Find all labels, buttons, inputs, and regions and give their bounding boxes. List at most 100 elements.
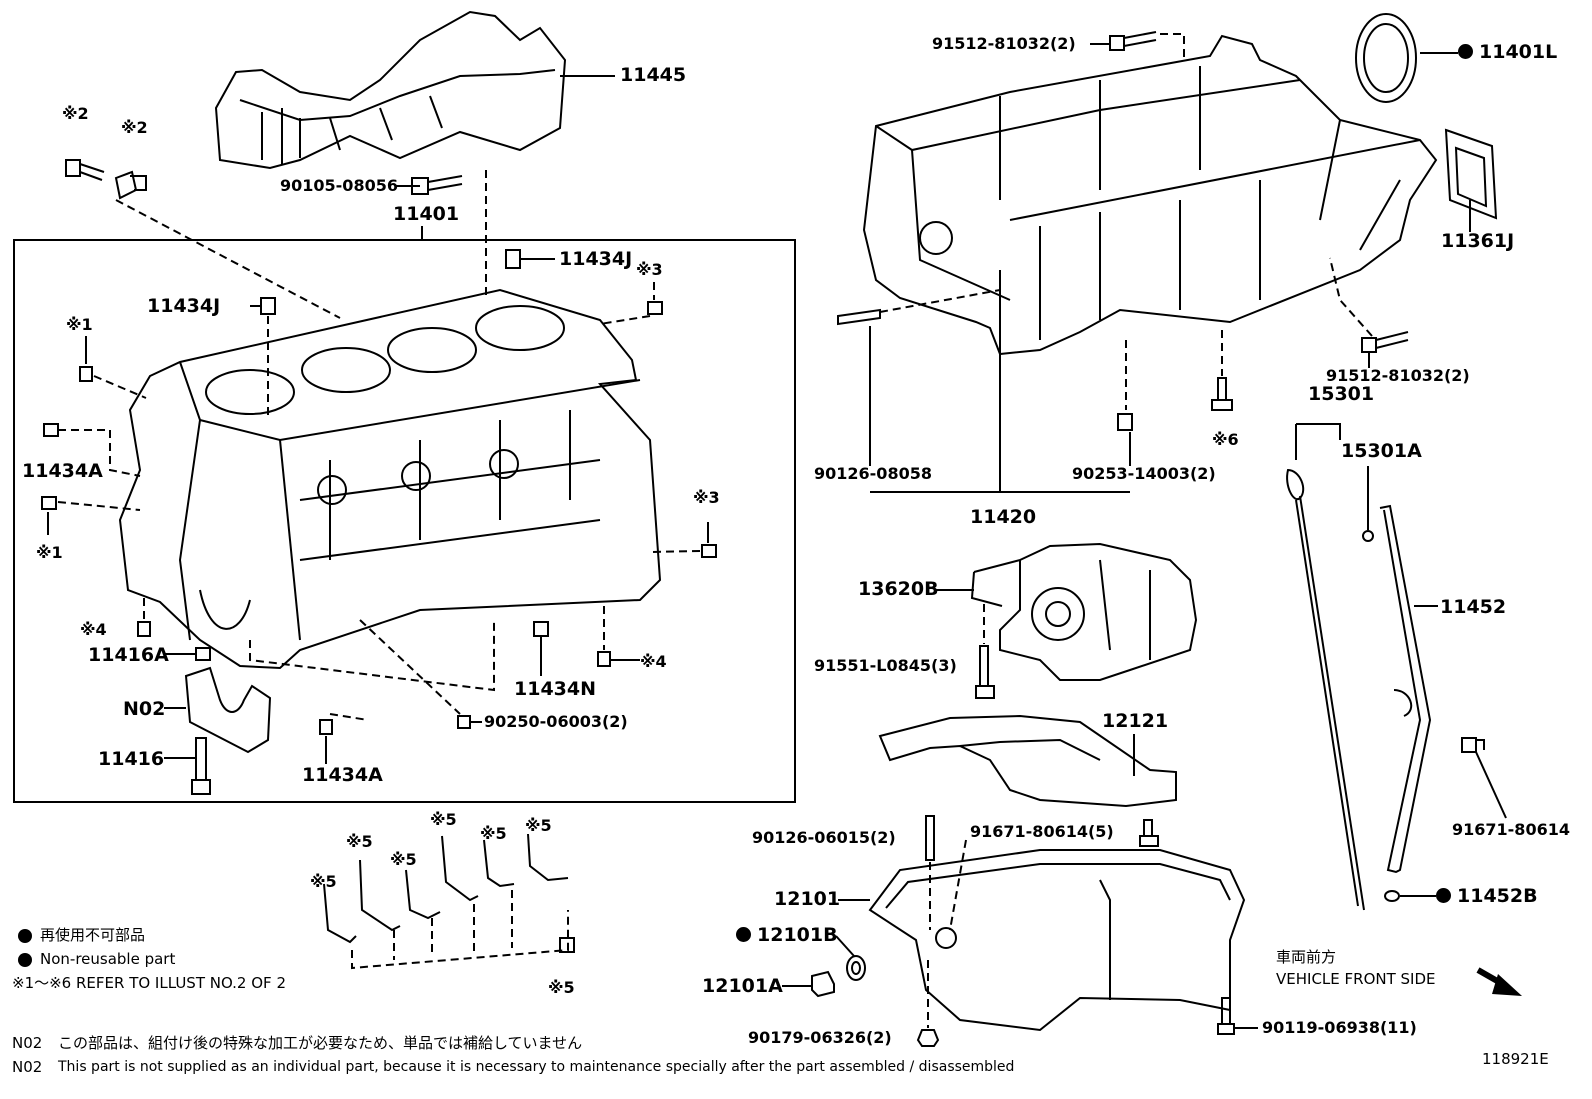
o-ring-15301A [1362,530,1374,542]
label-90105-08056: 90105-08056 [280,176,398,195]
label-11434A-bottom: 11434A [302,764,383,786]
bolt-91551-drawing [975,645,995,699]
dipstick-15301-drawing [1286,468,1365,911]
plate-11361J-drawing [1444,128,1498,220]
label-91512-top: 91512-81032(2) [932,34,1076,53]
stud-90126-06015-drawing [925,815,935,861]
label-11434N: 11434N [514,678,597,700]
label-ref5-2: ※5 [525,816,552,835]
note-n02-en: This part is not supplied as an individu… [58,1059,1015,1075]
label-11420: 11420 [970,506,1037,528]
label-90250-06003: 90250-06003(2) [484,712,628,731]
label-91671-80614: 91671-80614 [1452,820,1570,839]
oil-pump-13620B-drawing [970,542,1198,681]
label-ref2-b: ※2 [121,118,148,137]
label-91551-L0845: 91551-L0845(3) [814,656,957,675]
oil-jets-drawing [323,833,575,970]
bolt-90105-drawing [411,175,463,195]
stud-90126-08058-drawing [837,308,881,326]
label-11434J-mid: 11434J [147,295,221,317]
label-91512-bottom: 91512-81032(2) [1326,366,1470,385]
bolt-91671-b-drawing [1139,819,1159,847]
legend-non-reusable-jp: 再使用不可部品 [40,926,146,944]
bolt-2a-drawing [65,159,105,181]
front-arrow-icon [1476,967,1522,996]
label-N02: N02 [123,698,166,720]
label-ref4-a: ※4 [80,620,107,639]
non-reusable-dot-icon [736,927,751,942]
label-ref3-a: ※3 [636,260,663,279]
label-11434J-top: 11434J [559,248,633,270]
label-ref5-7: ※5 [548,978,575,997]
label-ref3-b: ※3 [693,488,720,507]
pin-3b [701,544,717,558]
pin-4b [597,651,611,667]
pin-11434A-top [43,423,59,437]
bolt-6-drawing [1211,377,1233,411]
crankcase-11420-drawing [862,34,1438,356]
nut-90179-drawing [916,1029,940,1047]
diagram-id: 118921E [1482,1050,1549,1068]
block-assembly-frame [13,239,796,803]
label-ref5-4: ※5 [346,832,373,851]
label-90126-08058: 90126-08058 [814,464,932,483]
label-11361J: 11361J [1441,230,1515,252]
label-ref1-a: ※1 [66,315,93,334]
label-12101A: 12101A [702,975,783,997]
label-90119-06938: 90119-06938(11) [1262,1018,1417,1037]
label-11401L: 11401L [1458,43,1557,62]
legend-refer: ※1～※6 REFER TO ILLUST NO.2 OF 2 [12,974,286,992]
gasket-12101B-drawing [846,955,866,981]
label-ref5-1: ※5 [430,810,457,829]
label-15301: 15301 [1308,383,1375,405]
pin-90253 [1117,413,1133,431]
note-n02-jp: この部品は、組付け後の特殊な加工が必要なため、単品では補給していません [58,1034,583,1052]
label-11445: 11445 [620,64,687,86]
label-12101: 12101 [774,888,841,910]
dowel-11416A [195,647,211,661]
pin-1a [79,366,93,382]
label-ref5-3: ※5 [480,824,507,843]
bolt-91512-bottom-drawing [1361,331,1409,353]
label-90179-06326: 90179-06326(2) [748,1028,892,1047]
label-ref5-6: ※5 [310,872,337,891]
drain-plug-12101A-drawing [811,970,835,998]
label-11416A: 11416A [88,644,169,666]
label-11401: 11401 [393,203,460,225]
front-side-jp: 車両前方 [1276,948,1337,966]
note-code-1: N02 [12,1034,43,1052]
label-ref1-b: ※1 [36,543,63,562]
label-13620B: 13620B [858,578,939,600]
label-ref4-b: ※4 [640,652,667,671]
label-ref5-5: ※5 [390,850,417,869]
pin-3a [647,301,663,315]
label-ref2-a: ※2 [62,104,89,123]
guide-11452-drawing [1379,504,1432,874]
front-side-en: VEHICLE FRONT SIDE [1276,970,1436,988]
cylinder-block-drawing [118,288,662,670]
label-90253-14003: 90253-14003(2) [1072,464,1216,483]
knock-pin-2b-drawing [114,170,147,200]
label-11452B: 11452B [1436,887,1538,906]
bolt-11416-drawing [191,737,211,795]
pin-11434A-bottom [319,719,333,735]
pin-4a [137,621,151,637]
label-ref6: ※6 [1212,430,1239,449]
pin-11434N [533,621,549,637]
label-15301A: 15301A [1341,440,1422,462]
oil-seal-11401L-drawing [1355,13,1417,103]
pin-1b [41,496,57,510]
note-code-2: N02 [12,1058,43,1076]
bolt-90119-drawing [1217,997,1235,1035]
baffle-12121-drawing [878,714,1177,808]
pin-11434J-mid [260,297,276,315]
label-11452: 11452 [1440,596,1507,618]
legend-non-reusable-en: Non-reusable part [40,950,176,968]
bearing-cap-N02-drawing [184,666,272,754]
insulator-11445-drawing [214,10,567,170]
label-91671-80614-5: 91671-80614(5) [970,822,1114,841]
label-12121: 12121 [1102,710,1169,732]
bolt-91512-top-drawing [1109,31,1157,51]
